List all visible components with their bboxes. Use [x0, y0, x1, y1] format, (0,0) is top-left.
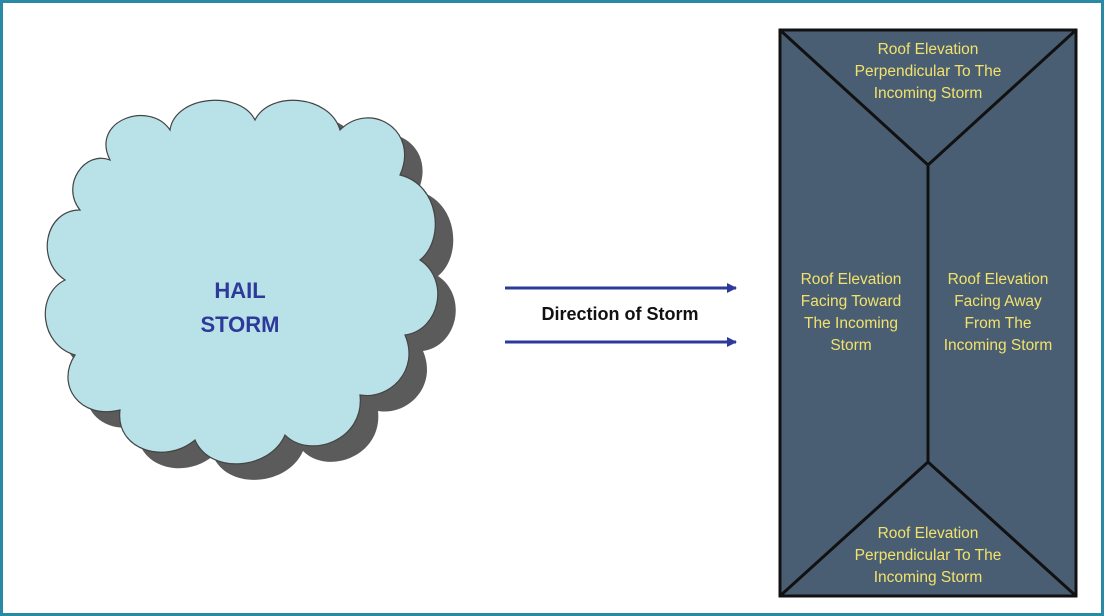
roof-left-label-line2: Facing Toward — [801, 293, 902, 310]
roof-right-label-line2: Facing Away — [954, 293, 1042, 310]
hip-line-top-right — [926, 28, 1078, 167]
hip-line-bottom-left — [778, 460, 930, 598]
cloud-label-line1: HAIL — [214, 278, 265, 303]
roof-bottom-label-line3: Incoming Storm — [874, 569, 983, 586]
roof-left-label-line3: The Incoming — [804, 315, 898, 332]
roof-right-label-line3: From The — [965, 315, 1032, 332]
roof-top-label-line1: Roof Elevation — [878, 41, 979, 58]
roof-top-label-line3: Incoming Storm — [874, 85, 983, 102]
direction-of-storm-label: Direction of Storm — [541, 304, 698, 324]
roof-plan — [778, 28, 1078, 598]
roof-top-label-line2: Perpendicular To The — [855, 63, 1002, 80]
roof-right-label-line1: Roof Elevation — [948, 271, 1049, 288]
hip-line-bottom-right — [926, 460, 1078, 598]
roof-left-label-line4: Storm — [830, 337, 871, 354]
roof-right-label-line4: Incoming Storm — [944, 337, 1053, 354]
cloud-label-line2: STORM — [200, 312, 279, 337]
hail-storm-cloud — [44, 99, 439, 465]
roof-bottom-label-line2: Perpendicular To The — [855, 547, 1002, 564]
hip-line-top-left — [778, 28, 930, 167]
roof-left-label-line1: Roof Elevation — [801, 271, 902, 288]
roof-bottom-label-line1: Roof Elevation — [878, 525, 979, 542]
